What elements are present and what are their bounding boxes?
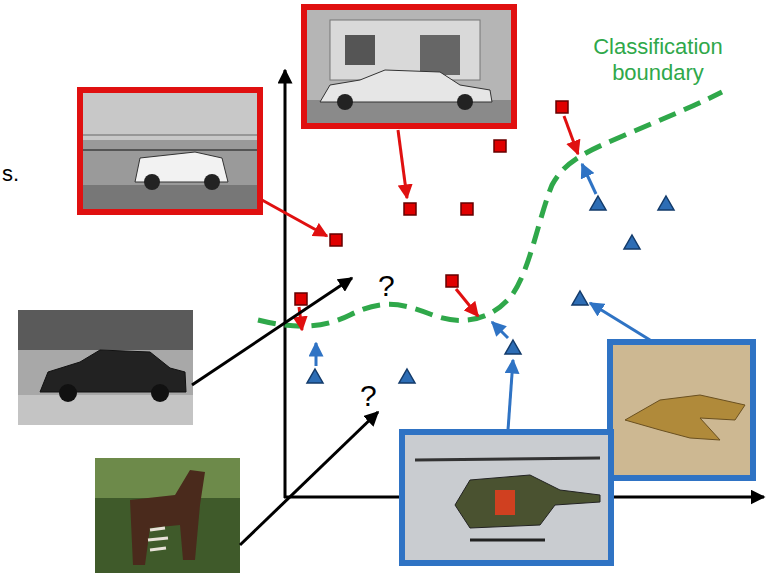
car-points-part xyxy=(330,234,342,246)
helicopter-photo-part xyxy=(402,432,611,563)
car-points-part xyxy=(404,203,416,215)
non-car-points-part xyxy=(307,369,323,383)
suv-photo-part xyxy=(80,90,260,212)
helicopter-photo-part xyxy=(470,539,545,542)
dark-car-photo-part xyxy=(59,384,77,402)
non-car-points-part xyxy=(624,235,640,249)
non-car-arrows-part xyxy=(492,322,508,338)
car-points-part xyxy=(295,293,307,305)
sedan-photo-part xyxy=(345,35,375,65)
car-points-part xyxy=(461,203,473,215)
suv-photo-part xyxy=(80,185,260,212)
suv-photo-part xyxy=(80,90,260,212)
suv-photo xyxy=(80,90,260,212)
boundary-label: Classification boundary xyxy=(578,34,738,87)
car-arrows-part xyxy=(398,130,407,198)
sedan-photo-part xyxy=(304,7,514,126)
helicopter-photo-part xyxy=(402,432,611,563)
car-points-part xyxy=(494,140,506,152)
okapi-photo-part xyxy=(95,458,240,573)
query-mark: ? xyxy=(378,268,395,304)
suv-photo-part xyxy=(80,135,260,136)
crocodile-photo-part xyxy=(610,342,753,478)
okapi-photo-part xyxy=(148,528,168,550)
suv-photo-part xyxy=(144,174,160,190)
sedan-photo-part xyxy=(304,7,514,126)
dark-car-photo-part xyxy=(18,310,193,425)
car-arrows xyxy=(262,116,578,330)
cut-off-text: s. xyxy=(2,161,19,187)
query-mark: ? xyxy=(360,378,377,414)
non-car-points xyxy=(307,196,674,383)
sedan-photo xyxy=(304,7,514,126)
okapi-photo xyxy=(95,458,240,573)
crocodile-photo xyxy=(610,342,753,478)
okapi-photo-part xyxy=(95,458,240,498)
query-arrows-part xyxy=(240,412,378,545)
sedan-photo-part xyxy=(457,94,473,110)
car-arrows-part xyxy=(262,200,327,236)
car-points-part xyxy=(556,101,568,113)
car-points xyxy=(295,101,568,305)
dark-car-photo-part xyxy=(151,384,169,402)
dark-car-photo-part xyxy=(18,395,193,425)
dark-car-photo-part xyxy=(18,310,193,350)
non-car-points-part xyxy=(572,291,588,305)
car-arrows-part xyxy=(456,289,478,316)
helicopter-photo-part xyxy=(415,458,600,460)
non-car-points-part xyxy=(590,196,606,210)
axes-part xyxy=(284,70,287,498)
crocodile-photo-part xyxy=(625,395,745,440)
car-arrows-part xyxy=(564,116,578,154)
suv-photo-part xyxy=(204,174,220,190)
non-car-arrows-part xyxy=(315,343,318,366)
helicopter-photo xyxy=(402,432,611,563)
non-car-arrows-part xyxy=(582,164,596,194)
sedan-photo-part xyxy=(420,35,460,75)
non-car-points-part xyxy=(658,196,674,210)
okapi-photo-part xyxy=(130,470,205,565)
non-car-arrows-part xyxy=(508,360,513,430)
car-points-part xyxy=(446,275,458,287)
sedan-photo-part xyxy=(304,100,514,126)
sedan-photo-part xyxy=(337,94,353,110)
non-car-points-part xyxy=(505,340,521,354)
query-arrows-part xyxy=(192,278,352,385)
query-arrows xyxy=(192,278,378,545)
non-car-arrows-part xyxy=(590,303,650,340)
crocodile-photo-part xyxy=(610,342,753,478)
helicopter-photo-part xyxy=(455,475,600,528)
suv-photo-part xyxy=(80,90,260,140)
suv-photo-part xyxy=(80,149,260,151)
helicopter-photo-part xyxy=(495,490,515,515)
dark-car-photo xyxy=(18,310,193,425)
non-car-points-part xyxy=(399,369,415,383)
non-car-arrows xyxy=(316,164,650,430)
